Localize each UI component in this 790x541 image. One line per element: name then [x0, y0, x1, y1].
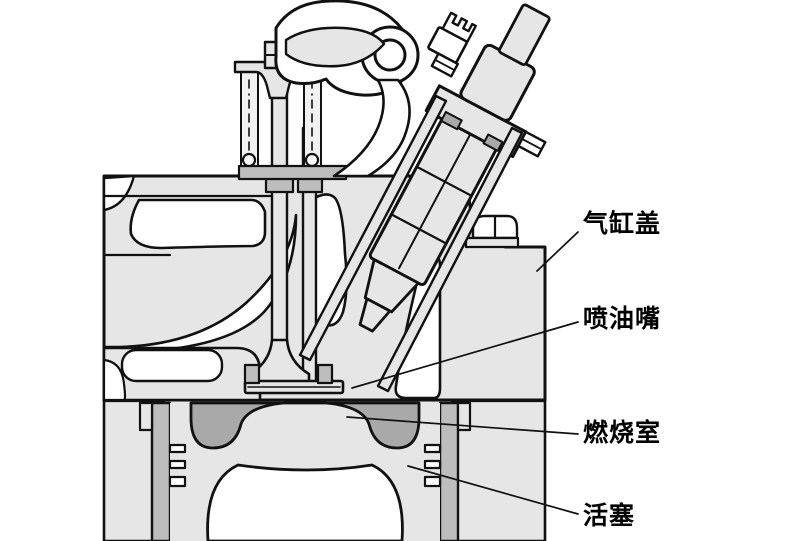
injector-top-stem	[498, 3, 551, 66]
injector-bore-sleeve	[298, 94, 524, 393]
label-piston: 活塞	[583, 501, 636, 530]
cylinder-block-group	[102, 391, 547, 541]
head-boss-base	[464, 236, 520, 249]
valve-guide-right	[296, 176, 324, 194]
rocker-arm-group	[274, 0, 420, 178]
valve-spring-seat-plate	[237, 164, 348, 181]
ring-groove	[168, 459, 187, 470]
leader-line-injector	[351, 321, 579, 389]
intake-port-lower	[104, 213, 298, 354]
ring-groove	[168, 443, 187, 454]
coolant-passage-slot	[120, 348, 224, 383]
leader-line-combustion-chamber	[346, 416, 579, 435]
liner-right-step	[456, 401, 472, 432]
injector-clamp-shim-right	[482, 133, 504, 152]
injector-group	[358, 3, 551, 333]
coolant-corner-void-left	[104, 358, 127, 400]
spring-end-dot-left	[241, 152, 257, 168]
leader-lines-group	[346, 231, 579, 515]
valve-guide-left	[264, 176, 295, 194]
piston-under-crown-cavity	[206, 463, 404, 541]
rocker-pad-arm	[284, 26, 386, 68]
injector-inlet-nut-line	[434, 58, 456, 72]
valve-seat-insert-right	[316, 363, 334, 385]
injector-inlet-cap	[441, 11, 477, 44]
injector-body-seam-1	[415, 165, 473, 197]
spring-end-dot-right	[304, 152, 320, 168]
injector-body-seam-2	[390, 213, 448, 245]
injector-bore-wall-right	[376, 126, 524, 393]
injector-nozzle-taper	[363, 258, 420, 314]
injector-clamp-shim-left	[440, 110, 463, 131]
ring-groove	[168, 475, 187, 488]
injector-needle-line	[398, 133, 472, 270]
injector-nozzle-tip	[358, 297, 392, 333]
piston-ring-grooves-right	[423, 443, 442, 488]
leader-line-cylinder-head	[536, 231, 579, 272]
ring-groove	[423, 443, 442, 454]
drawing-root	[102, 0, 579, 541]
intake-port-upper	[129, 198, 267, 250]
rocker-pivot-bore	[373, 38, 407, 72]
label-cylinder-head: 气缸盖	[583, 209, 662, 238]
valve-seat-insert-left	[243, 363, 261, 385]
combustion-chamber-bowl	[189, 400, 421, 450]
cylinder-liner-left	[150, 401, 172, 541]
leader-line-piston	[407, 465, 579, 515]
injector-leakoff-line	[521, 138, 543, 151]
piston-ring-grooves-left	[168, 443, 187, 488]
valve-spring-left	[240, 65, 259, 167]
label-combustion-chamber: 燃烧室	[583, 418, 662, 447]
ring-groove	[423, 475, 442, 488]
valve-stem-left	[270, 58, 289, 384]
injector-bore-wall-left	[298, 94, 448, 362]
ring-groove	[423, 459, 442, 470]
valve-assembly-group	[233, 40, 354, 395]
rocker-support-strut	[332, 78, 411, 178]
liner-left-step	[138, 401, 154, 432]
water-jacket-upper-left	[104, 176, 136, 212]
label-injector: 喷油嘴	[583, 304, 662, 333]
